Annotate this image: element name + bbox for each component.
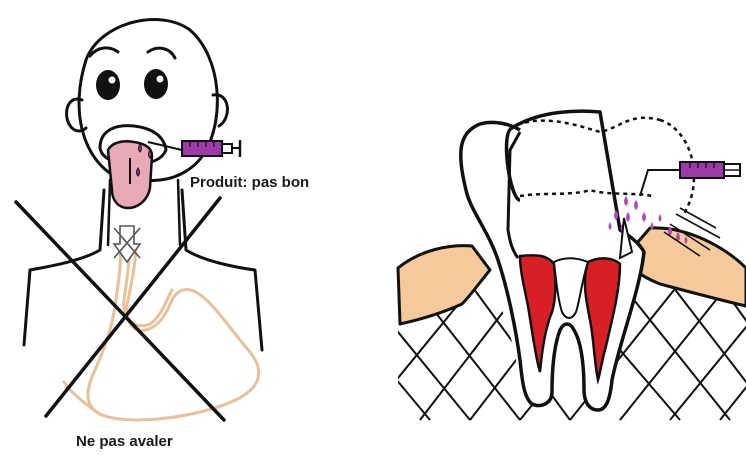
eyes — [96, 69, 168, 100]
body-left-side — [24, 270, 30, 345]
left-ear — [67, 99, 86, 131]
do-not-swallow-caption: Ne pas avaler — [76, 433, 173, 450]
product-caption: Produit: pas bon — [190, 174, 309, 191]
right-eyebrow — [148, 48, 175, 58]
syringe-icon-right — [640, 162, 740, 196]
left-eyebrow — [90, 48, 118, 56]
